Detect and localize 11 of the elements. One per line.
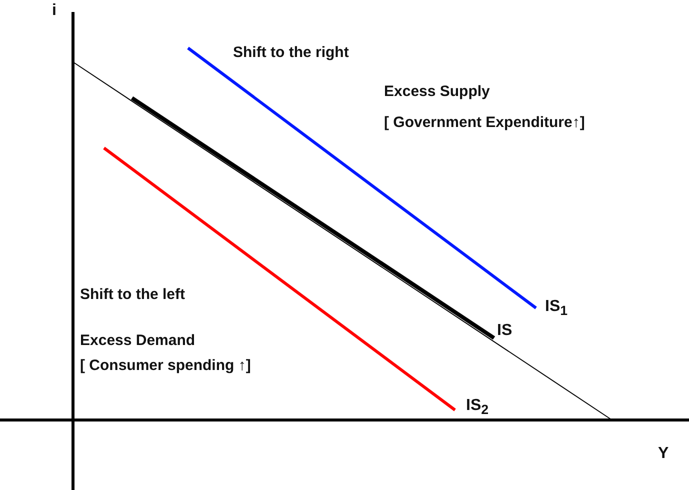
annotation-text: Excess Supply: [384, 84, 490, 100]
annotation-text: Shift to the right: [233, 45, 349, 62]
annotation-text: [ Consumer spending ↑]: [80, 358, 251, 374]
curve-label: IS: [497, 322, 512, 340]
curve-label: IS$_{1}$: [545, 298, 568, 319]
curve-label: IS$_{2}$: [466, 397, 489, 418]
axis-label: Y: [658, 445, 669, 463]
annotation-text: [ Government Expenditure↑]: [384, 115, 585, 132]
axis-label: i: [52, 2, 56, 20]
annotation-text: Excess Demand: [80, 333, 196, 350]
annotation-text: Shift to the left: [80, 287, 185, 304]
